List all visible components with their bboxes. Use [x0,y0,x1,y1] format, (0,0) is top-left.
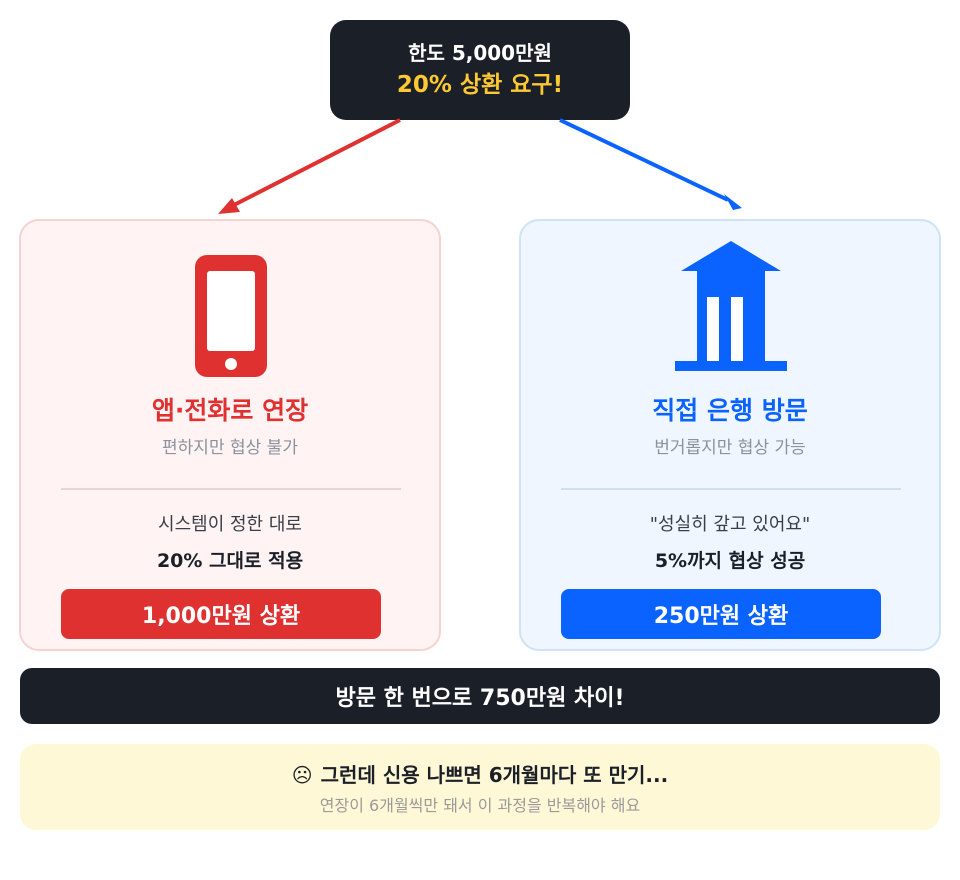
card-subtitle: 편하지만 협상 불가 [162,438,298,458]
card-title: 직접 은행 방문 [652,396,808,425]
loan-limit-text: 한도 5,000만원 [408,41,552,65]
repayment-demand-text: 20% 상환 요구! [396,72,564,98]
card-divider [61,488,401,490]
arrow-right [559,118,729,202]
arrow-right-head [724,194,742,210]
card-description: 시스템이 정한 대로 [158,514,302,535]
arrow-left [231,118,401,208]
card-subtitle: 번거롭지만 협상 가능 [654,438,806,458]
branch-arrows [218,118,742,214]
repayment-amount-badge: 250만원 상환 [561,589,881,639]
card-result: 5%까지 협상 성공 [654,550,806,572]
frown-face-icon: ☹ [291,763,313,787]
card-result: 20% 그대로 적용 [156,550,304,572]
difference-summary-bar: 방문 한 번으로 750만원 차이! [20,668,940,724]
bank-building-icon [675,241,787,371]
note-headline: ☹ 그런데 신용 나쁘면 6개월마다 또 만기... [20,760,940,790]
note-detail-text: 연장이 6개월씩만 돼서 이 과정을 반복해야 해요 [319,796,641,815]
card-title: 앱·전화로 연장 [151,396,309,425]
app-phone-extension-card: 앱·전화로 연장 편하지만 협상 불가 시스템이 정한 대로 20% 그대로 적… [19,219,441,651]
card-divider [561,488,901,490]
repayment-amount-badge: 1,000만원 상환 [61,589,381,639]
note-headline-text: 그런데 신용 나쁘면 6개월마다 또 만기... [320,763,669,787]
bank-visit-card: 직접 은행 방문 번거롭지만 협상 가능 "성실히 갚고 있어요" 5%까지 협… [519,219,941,651]
card-description: "성실히 갚고 있어요" [649,514,811,535]
warning-note: ☹ 그런데 신용 나쁘면 6개월마다 또 만기... 연장이 6개월씩만 돼서 … [20,744,940,830]
loan-limit-box: 한도 5,000만원 20% 상환 요구! [330,20,630,120]
arrow-left-head [218,198,240,214]
smartphone-icon [195,255,267,377]
